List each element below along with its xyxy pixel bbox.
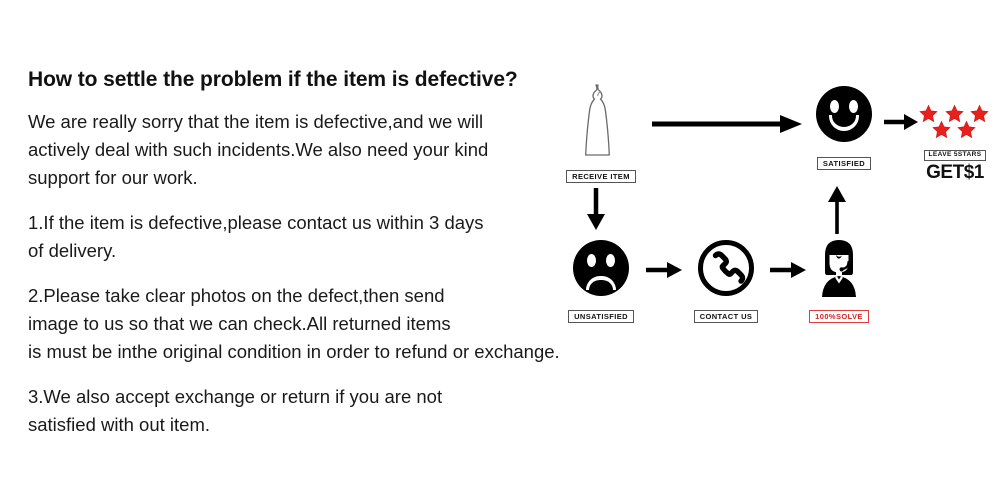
flow-label-unsatisfied: UNSATISFIED	[568, 310, 634, 323]
step-3-line-1: 3.We also accept exchange or return if y…	[28, 386, 443, 407]
flow-node-leave-stars[interactable]: LEAVE 5STARS GET$1	[916, 104, 994, 184]
star-icon	[919, 104, 938, 123]
flow-node-satisfied[interactable]: SATISFIED	[806, 86, 882, 171]
smiley-face-icon	[816, 86, 872, 142]
flow-label-receive-item: RECEIVE ITEM	[566, 170, 636, 183]
page-title: How to settle the problem if the item is…	[28, 68, 518, 91]
paragraph-step-1: 1.If the item is defective,please contac…	[28, 209, 668, 265]
phone-icon	[698, 240, 754, 296]
apology-line-2: actively deal with such incidents.We als…	[28, 139, 489, 160]
five-stars-icon	[916, 104, 992, 139]
star-icon	[944, 104, 964, 123]
policy-text-column: How to settle the problem if the item is…	[28, 68, 668, 456]
paragraph-apology: We are really sorry that the item is def…	[28, 108, 668, 192]
apology-line-3: support for our work.	[28, 167, 198, 188]
flow-label-leave-stars: LEAVE 5STARS	[923, 150, 987, 161]
star-row-top	[916, 104, 992, 123]
step-1-line-1: 1.If the item is defective,please contac…	[28, 212, 484, 233]
step-3-line-2: satisfied with out item.	[28, 414, 210, 435]
step-2-line-3: is must be inthe original condition in o…	[28, 341, 560, 362]
arrow-receive-to-unsatisfied	[585, 188, 607, 235]
flow-label-contact-us: CONTACT US	[693, 310, 759, 323]
dress-icon	[558, 82, 644, 165]
star-row-bottom	[916, 120, 992, 139]
star-icon	[957, 120, 976, 139]
arrow-solve-to-satisfied	[827, 186, 847, 239]
paragraph-step-2: 2.Please take clear photos on the defect…	[28, 282, 668, 366]
step-2-line-1: 2.Please take clear photos on the defect…	[28, 285, 445, 306]
arrow-receive-to-satisfied	[652, 115, 802, 138]
flow-node-solve[interactable]: 100%SOLVE	[800, 238, 878, 324]
flow-label-satisfied: SATISFIED	[816, 157, 872, 170]
flow-node-unsatisfied[interactable]: UNSATISFIED	[558, 240, 644, 324]
apology-line-1: We are really sorry that the item is def…	[28, 111, 484, 132]
paragraph-step-3: 3.We also accept exchange or return if y…	[28, 383, 668, 439]
support-agent-icon	[822, 240, 856, 297]
arrow-unsatisfied-to-contact	[646, 262, 682, 283]
flow-node-contact-us[interactable]: CONTACT US	[686, 240, 766, 324]
star-icon	[970, 104, 989, 123]
flow-node-receive-item[interactable]: RECEIVE ITEM	[558, 82, 644, 184]
flow-label-solve: 100%SOLVE	[809, 310, 869, 323]
step-2-line-2: image to us so that we can check.All ret…	[28, 313, 451, 334]
step-1-line-2: of delivery.	[28, 240, 117, 261]
arrow-satisfied-to-stars	[884, 114, 918, 135]
arrow-contact-to-solve	[770, 262, 806, 283]
star-icon	[932, 120, 951, 139]
sad-face-icon	[573, 240, 629, 296]
get-one-dollar-caption: GET$1	[926, 162, 984, 183]
